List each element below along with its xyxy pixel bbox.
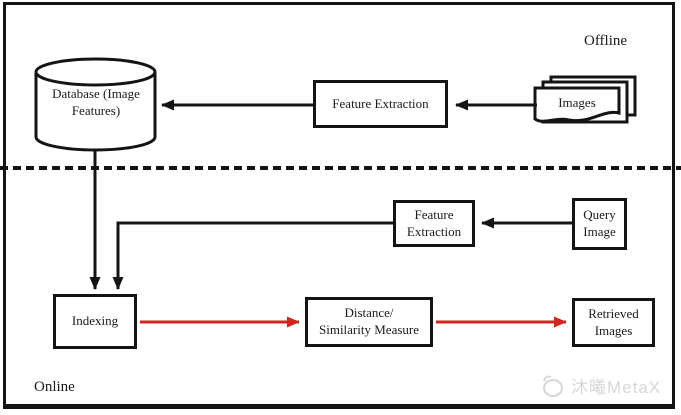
query-image-node: Query Image — [572, 198, 627, 250]
database-node-label: Database (Image Features) — [38, 86, 154, 120]
watermark-text: 沐曦MetaX — [571, 378, 662, 397]
feature-extraction-offline-label: Feature Extraction — [332, 95, 429, 111]
indexing-node: Indexing — [53, 294, 137, 349]
feature-extraction-online-line1: Feature — [414, 206, 454, 222]
watermark: 沐曦MetaX — [540, 373, 661, 398]
indexing-label: Indexing — [71, 313, 119, 329]
query-image-line2: Image — [583, 224, 616, 239]
database-label-line1: Database — [52, 86, 100, 101]
database-label-line2: (Image Features) — [71, 86, 140, 118]
retrieved-images-node: Retrieved Images — [572, 298, 655, 347]
distance-similarity-line2: Similarity Measure — [318, 322, 419, 337]
outer-frame — [3, 2, 675, 409]
arrow-feature-extraction-to-indexing — [112, 221, 393, 290]
retrieved-images-line1: Retrieved — [588, 305, 639, 321]
metax-logo-icon — [543, 375, 563, 397]
offline-phase-label: Offline — [584, 33, 628, 49]
feature-extraction-online-line2: Extraction — [406, 223, 462, 239]
distance-similarity-line1: Distance/ — [344, 305, 394, 321]
query-image-line1: Query — [583, 207, 616, 223]
feature-extraction-offline-node: Feature Extraction — [313, 80, 448, 128]
images-stack-shape — [533, 75, 637, 124]
database-cylinder-shape — [34, 57, 157, 152]
distance-similarity-node: Distance/ Similarity Measure — [305, 297, 433, 347]
feature-extraction-online-node: Feature Extraction — [393, 200, 475, 247]
retrieved-images-line2: Images — [594, 322, 633, 338]
online-phase-label: Online — [34, 379, 75, 395]
images-node-label: Images — [558, 95, 596, 110]
